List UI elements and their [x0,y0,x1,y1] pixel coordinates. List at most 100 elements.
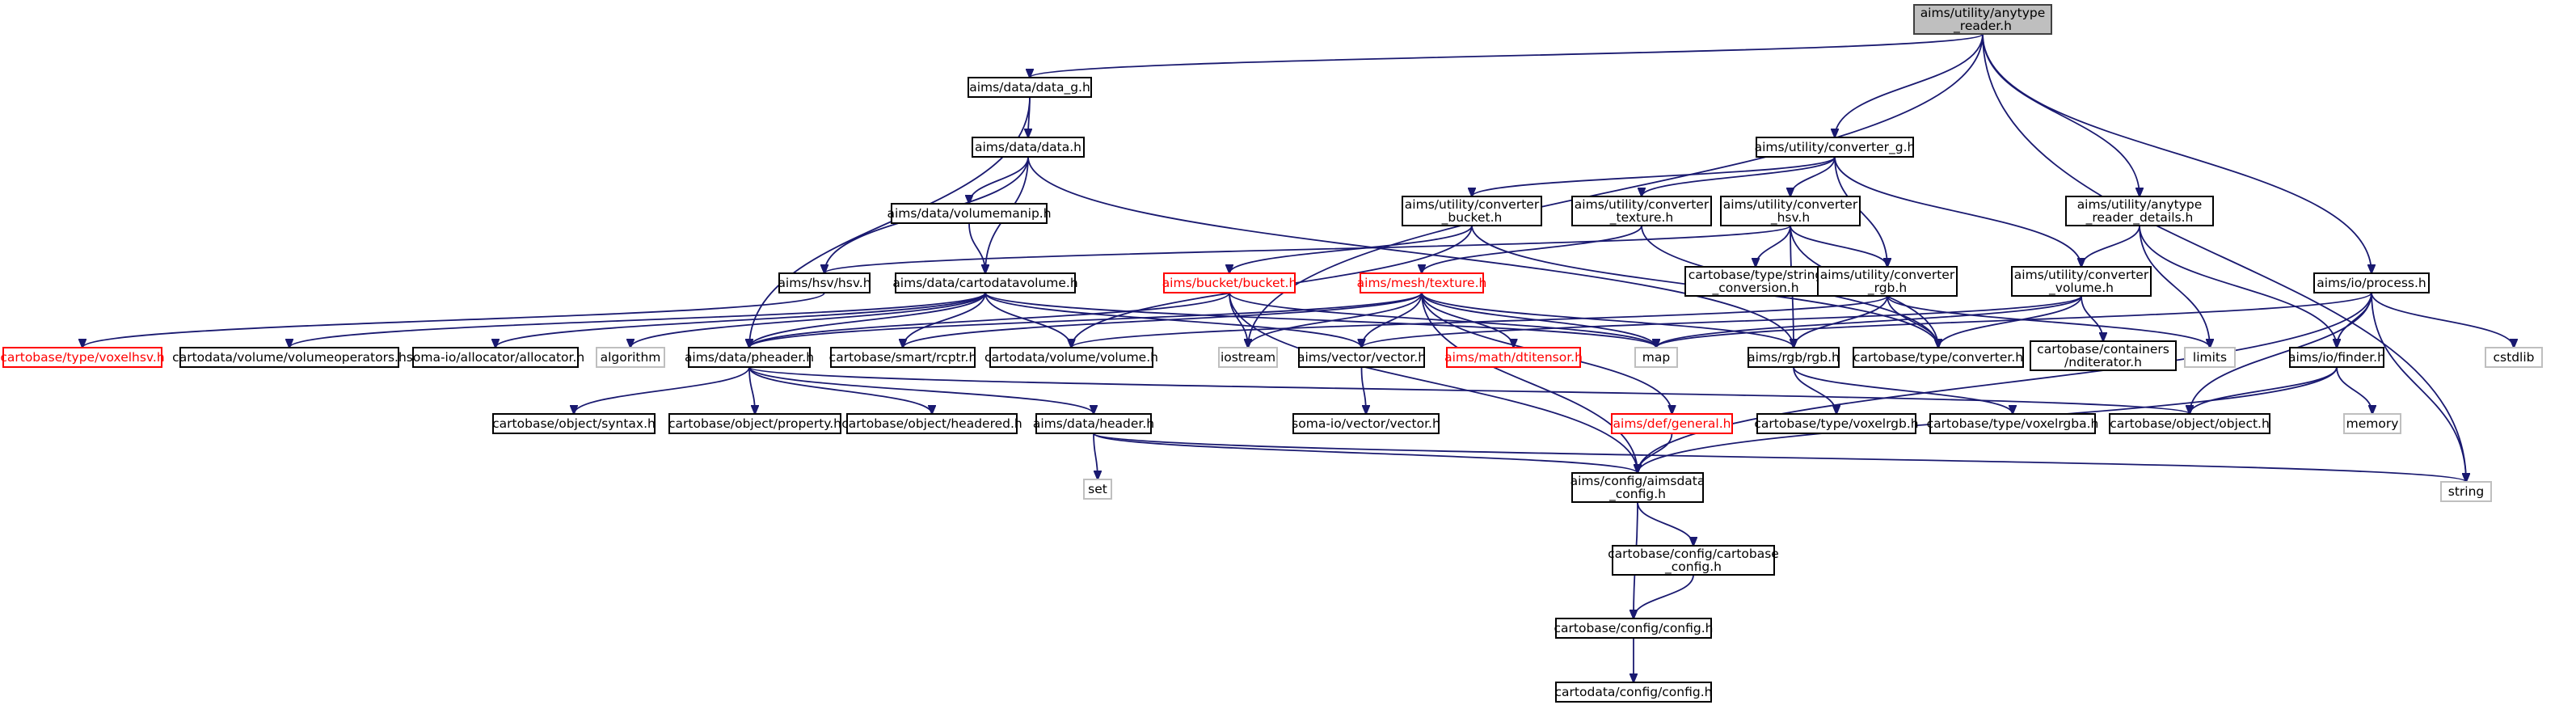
node-syntax[interactable]: cartobase/object/syntax.h [492,413,656,434]
node-rgb[interactable]: aims/rgb/rgb.h [1748,347,1840,368]
node-volumeoperators[interactable]: cartodata/volume/volumeoperators.h [172,347,407,368]
edge-aimsdata-config-to-cartobase-config [1637,501,1693,546]
node-vector[interactable]: aims/vector/vector.h [1297,347,1426,368]
node-cstdlib[interactable]: cstdlib [2485,347,2543,368]
node-label: cartobase/type/voxelrgba.h [1927,416,2099,431]
edge-cartodatavolume-to-allocator [495,292,986,348]
node-rcptr[interactable]: cartobase/smart/rcptr.h [829,347,977,368]
node-box [1571,196,1712,226]
node-label: aims/utility/converter [1723,197,1858,212]
node-conv-rgb[interactable]: aims/utility/converter_rgb.h [1817,266,1958,297]
edge-texture-to-vector [1362,292,1423,348]
node-label: cartobase/config/config.h [1554,621,1714,635]
node-label: aims/utility/converter [1575,197,1710,212]
node-conv-hsv[interactable]: aims/utility/converter_hsv.h [1720,196,1861,226]
edge-process-to-aimsdata-config [1638,292,2372,473]
node-memory[interactable]: memory [2343,413,2401,434]
node-anytype-details[interactable]: aims/utility/anytype_reader_details.h [2065,196,2214,226]
node-dtitensor[interactable]: aims/math/dtitensor.h [1444,347,1583,368]
node-box [1360,272,1484,293]
node-box [1612,545,1775,576]
node-string-conv[interactable]: cartobase/type/string_conversion.h [1684,266,1827,297]
edge-cartodatavolume-to-pheader [749,292,986,348]
node-label: cartobase/type/voxelrgb.h [1754,416,1918,431]
node-cb-config[interactable]: cartobase/config/config.h [1554,618,1714,639]
node-algorithm[interactable]: algorithm [596,347,665,368]
node-conv-texture[interactable]: aims/utility/converter_texture.h [1571,196,1712,226]
node-label: _reader_details.h [2085,210,2194,226]
node-label: aims/data/data_g.h [969,80,1090,95]
node-box [1571,472,1704,503]
node-cd-config[interactable]: cartodata/config/config.h [1555,682,1713,703]
node-label: /nditerator.h [2064,355,2142,369]
node-cartobase-config[interactable]: cartobase/config/cartobase_config.h [1608,545,1779,576]
node-box [2289,347,2384,368]
node-box [1720,196,1861,226]
node-label: cartobase/containers [2037,342,2169,357]
node-property[interactable]: cartobase/object/property.h [668,413,841,434]
node-converter[interactable]: cartobase/type/converter.h [1853,347,2024,368]
node-conv-bucket[interactable]: aims/utility/converter_bucket.h [1402,196,1542,226]
node-string[interactable]: string [2440,481,2492,502]
node-box [492,413,656,434]
node-volumemanip[interactable]: aims/data/volumemanip.h [887,203,1052,224]
node-box [2184,347,2236,368]
node-general[interactable]: aims/def/general.h [1611,413,1733,434]
edge-anytype-details-to-limits [2139,225,2210,348]
node-label: aims/bucket/bucket.h [1162,276,1297,290]
node-pheader[interactable]: aims/data/pheader.h [685,347,814,368]
node-label: aims/utility/anytype [2077,197,2203,212]
node-label: aims/hsv/hsv.h [778,276,871,290]
node-object[interactable]: cartobase/object/object.h [2109,413,2270,434]
node-aimsdata-config[interactable]: aims/config/aimsdata_config.h [1570,472,1705,503]
edge-bucket-to-pheader [749,292,1230,348]
node-box [1555,682,1712,703]
node-box [2485,347,2543,368]
node-box [778,272,871,293]
node-converter-g[interactable]: aims/utility/converter_g.h [1755,137,1916,158]
node-voxelhsv[interactable]: cartobase/type/voxelhsv.h [0,347,165,368]
node-label: aims/def/general.h [1613,416,1731,431]
node-conv-volume[interactable]: aims/utility/converter_volume.h [2011,266,2152,297]
edge-finder-to-memory [2336,366,2372,414]
node-label: aims/utility/anytype [1920,6,2046,20]
node-nditerator[interactable]: cartobase/containers/nditerator.h [2030,340,2177,371]
node-label: cartobase/type/string [1689,268,1823,282]
node-somaio-vector[interactable]: soma-io/vector/vector.h [1292,413,1440,434]
node-cartodatavolume[interactable]: aims/data/cartodatavolume.h [892,272,1078,293]
node-box [2109,413,2270,434]
node-set[interactable]: set [1083,479,1112,500]
node-allocator[interactable]: soma-io/allocator/allocator.h [407,347,584,368]
node-box [1817,266,1958,297]
node-texture[interactable]: aims/mesh/texture.h [1357,272,1487,293]
edge-anytype-reader-to-process [1982,33,2372,273]
node-hsv[interactable]: aims/hsv/hsv.h [778,272,871,293]
node-cd-volume[interactable]: cartodata/volume/volume.h [984,347,1158,368]
node-label: aims/io/finder.h [2288,350,2385,365]
node-finder[interactable]: aims/io/finder.h [2288,347,2385,368]
node-data-g[interactable]: aims/data/data_g.h [968,77,1092,98]
node-limits[interactable]: limits [2184,347,2236,368]
edge-texture-to-pheader [749,292,1423,348]
node-map[interactable]: map [1634,347,1678,368]
edge-anytype-details-to-conv-volume [2081,225,2140,267]
node-label: _reader.h [1953,19,2012,34]
node-header[interactable]: aims/data/header.h [1033,413,1154,434]
node-label: aims/math/dtitensor.h [1444,350,1583,365]
node-box [2030,340,2177,371]
node-label: _conversion.h [1711,281,1798,296]
node-data[interactable]: aims/data/data.h [972,137,1085,158]
node-box [596,347,665,368]
node-voxelrgba[interactable]: cartobase/type/voxelrgba.h [1927,413,2099,434]
node-process[interactable]: aims/io/process.h [2313,272,2430,293]
node-voxelrgb[interactable]: cartobase/type/voxelrgb.h [1754,413,1919,434]
node-box [1929,413,2096,434]
node-bucket[interactable]: aims/bucket/bucket.h [1162,272,1297,293]
node-label: aims/rgb/rgb.h [1748,350,1840,365]
node-box [1163,272,1296,293]
node-iostream[interactable]: iostream [1218,347,1278,368]
node-headered[interactable]: cartobase/object/headered.h [841,413,1022,434]
edge-conv-texture-to-texture [1422,225,1642,273]
node-anytype-reader[interactable]: aims/utility/anytype_reader.h [1913,4,2052,35]
